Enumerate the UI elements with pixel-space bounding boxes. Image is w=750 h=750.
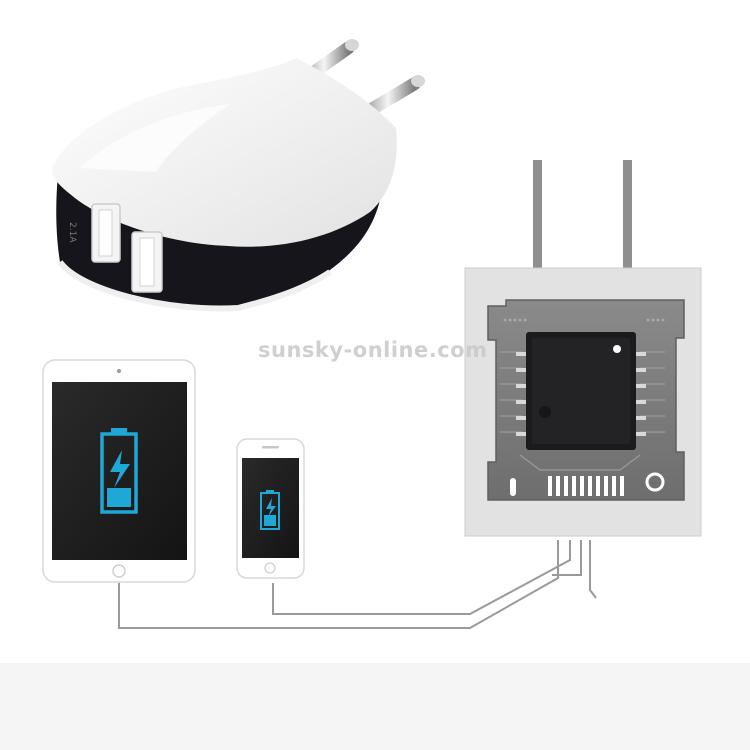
pcb-connector bbox=[548, 476, 624, 496]
circuit-board-diagram bbox=[464, 160, 702, 537]
phone-device bbox=[236, 438, 305, 579]
charging-cables bbox=[118, 540, 597, 629]
tablet-camera-icon bbox=[117, 369, 121, 373]
charger-body bbox=[52, 58, 397, 247]
phone-home-button bbox=[264, 562, 276, 574]
battery-charging-icon bbox=[260, 490, 280, 530]
usb-port-top bbox=[91, 203, 121, 263]
prong-left bbox=[533, 160, 542, 268]
port-label: 2.1A bbox=[67, 222, 77, 243]
wall-charger: 2.1A bbox=[52, 39, 425, 312]
footer-band bbox=[0, 663, 750, 750]
phone-speaker-icon bbox=[262, 446, 279, 449]
tablet-device bbox=[42, 359, 196, 583]
watermark-text: sunsky-online.com bbox=[258, 338, 488, 362]
battery-charging-icon bbox=[100, 428, 138, 514]
mounting-hole bbox=[645, 472, 665, 492]
prong-right bbox=[623, 160, 632, 268]
usb-port-bottom bbox=[131, 231, 163, 293]
tablet-home-button bbox=[112, 564, 126, 578]
